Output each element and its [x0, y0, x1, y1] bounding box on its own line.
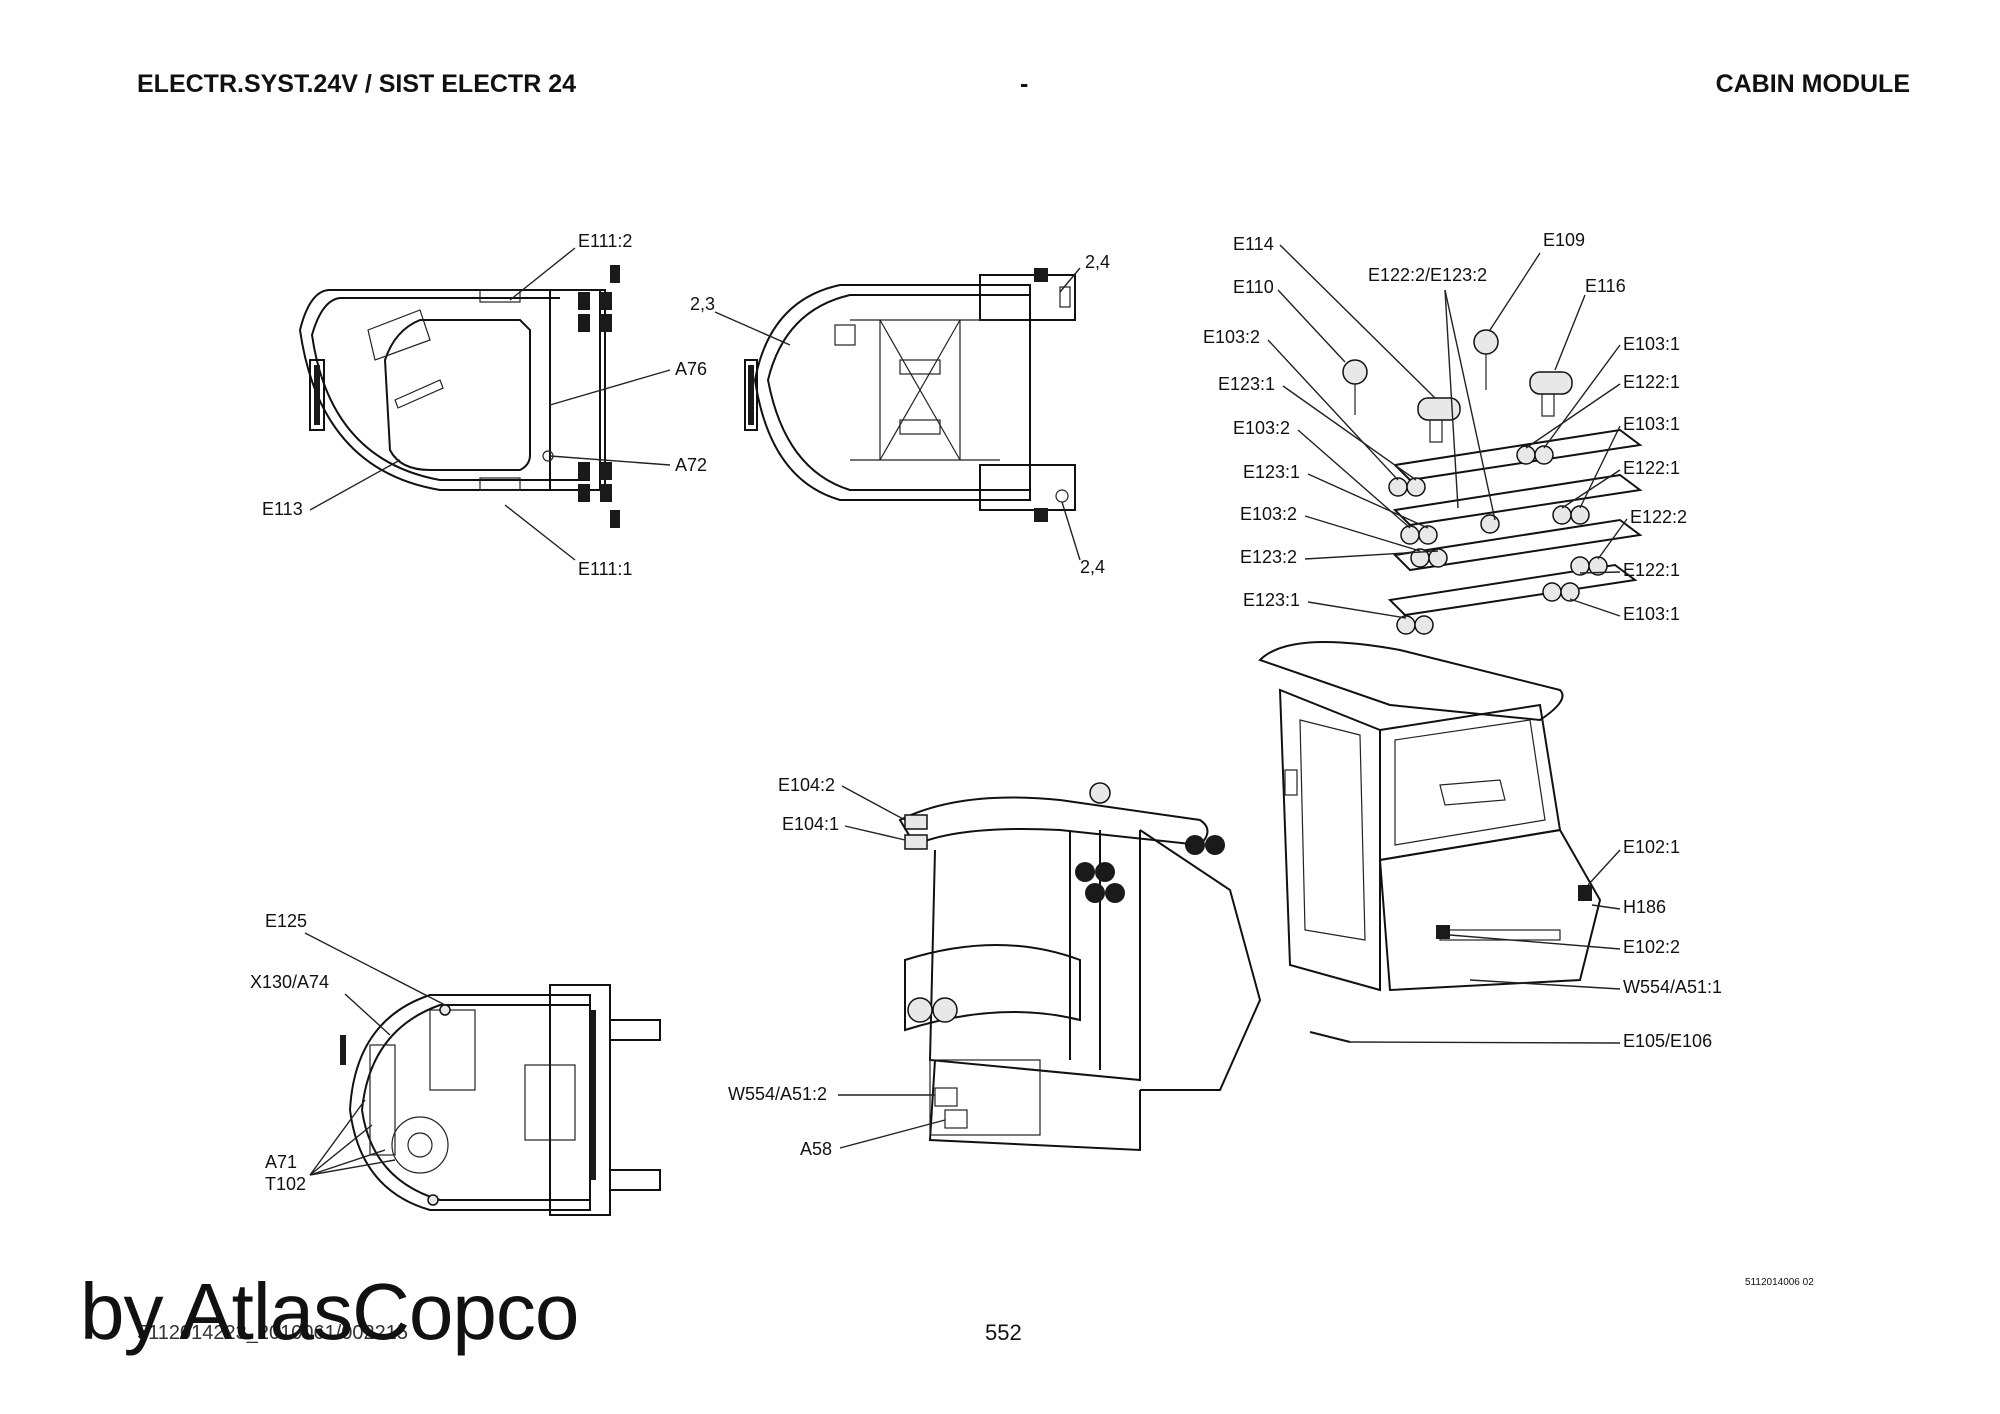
- work-lamp-pairs-icon: [1388, 445, 1608, 635]
- header-separator: -: [1020, 70, 1029, 98]
- label-E122-1-b: E122:1: [1623, 458, 1680, 478]
- labels-bottom-left: E125 X130/A74 A71 T102: [250, 911, 446, 1194]
- labels-cab-left: E104:2 E104:1 W554/A51:2 A58: [728, 775, 946, 1159]
- label-E103-2-c: E103:2: [1240, 504, 1297, 524]
- label-E122-2-E123-2: E122:2/E123:2: [1368, 265, 1487, 285]
- label-A72: A72: [675, 455, 707, 475]
- label-E105-E106: E105/E106: [1623, 1031, 1712, 1051]
- label-E122-2: E122:2: [1630, 507, 1687, 527]
- label-E102-2: E102:2: [1623, 937, 1680, 957]
- labels-cab-right: E102:1 H186 E102:2 W554/A51:1 E105/E106: [1309, 837, 1722, 1051]
- header-title-left: ELECTR.SYST.24V / SIST ELECTR 24: [137, 70, 577, 98]
- watermark-text: by AtlasCopco: [80, 1267, 579, 1356]
- label-X130-A74: X130/A74: [250, 972, 329, 992]
- label-W554-A51-2: W554/A51:2: [728, 1084, 827, 1104]
- label-E116: E116: [1585, 276, 1626, 296]
- label-A76: A76: [675, 359, 707, 379]
- document-code: 5112014006 02: [1745, 1277, 1814, 1288]
- beacon-cylinder-icon: [1417, 371, 1573, 443]
- labels-top-middle: 2,4 2,3 2,4: [690, 252, 1110, 577]
- label-E125: E125: [265, 911, 307, 931]
- label-2-4-top: 2,4: [1085, 252, 1110, 272]
- label-E123-2: E123:2: [1240, 547, 1297, 567]
- label-E103-2-b: E103:2: [1233, 418, 1290, 438]
- label-E113: E113: [262, 499, 303, 519]
- label-2-4-bottom: 2,4: [1080, 557, 1105, 577]
- label-E123-1-a: E123:1: [1218, 374, 1275, 394]
- page-number: 552: [985, 1320, 1022, 1345]
- label-A58: A58: [800, 1139, 832, 1159]
- label-E104-1: E104:1: [782, 814, 839, 834]
- label-E103-1-b: E103:1: [1623, 414, 1680, 434]
- labels-top-left: E111:2 A76 A72 E113 E111:1: [262, 231, 707, 579]
- label-2-3: 2,3: [690, 294, 715, 314]
- labels-top-right: E114 E110 E109 E122:2/E123:2 E116 E103:2…: [1203, 230, 1687, 624]
- label-H186: H186: [1623, 897, 1666, 917]
- cabin-middle-perspective: [898, 782, 1262, 1152]
- label-E104-2: E104:2: [778, 775, 835, 795]
- floor-top-view: [340, 984, 661, 1216]
- label-E102-1: E102:1: [1623, 837, 1680, 857]
- label-E123-1-c: E123:1: [1243, 590, 1300, 610]
- label-A71: A71: [265, 1152, 297, 1172]
- reference-number: 5112014223_2010061/002215: [137, 1322, 409, 1344]
- label-E123-1-b: E123:1: [1243, 462, 1300, 482]
- lamp-exploded-view: [1342, 329, 1643, 635]
- label-E109: E109: [1543, 230, 1585, 250]
- rear-lamp-icon: [907, 835, 1225, 1023]
- label-E103-2-a: E103:2: [1203, 327, 1260, 347]
- label-E111-1: E111:1: [578, 559, 632, 579]
- label-E114: E114: [1233, 234, 1274, 254]
- label-E103-1-c: E103:1: [1623, 604, 1680, 624]
- roof-frame-view: [744, 268, 1076, 522]
- beacon-lamp-icon: [1342, 329, 1499, 415]
- label-E122-1-a: E122:1: [1623, 372, 1680, 392]
- lamp-cluster-icon: [578, 265, 620, 528]
- cabin-right-perspective: [1258, 641, 1602, 992]
- label-T102: T102: [265, 1174, 306, 1194]
- label-E110: E110: [1233, 277, 1274, 297]
- label-E122-1-c: E122:1: [1623, 560, 1680, 580]
- roof-top-view-left: [298, 265, 620, 528]
- header-title-right: CABIN MODULE: [1715, 70, 1910, 98]
- label-E103-1-a: E103:1: [1623, 334, 1680, 354]
- label-E111-2: E111:2: [578, 231, 632, 251]
- label-W554-A51-1: W554/A51:1: [1623, 977, 1722, 997]
